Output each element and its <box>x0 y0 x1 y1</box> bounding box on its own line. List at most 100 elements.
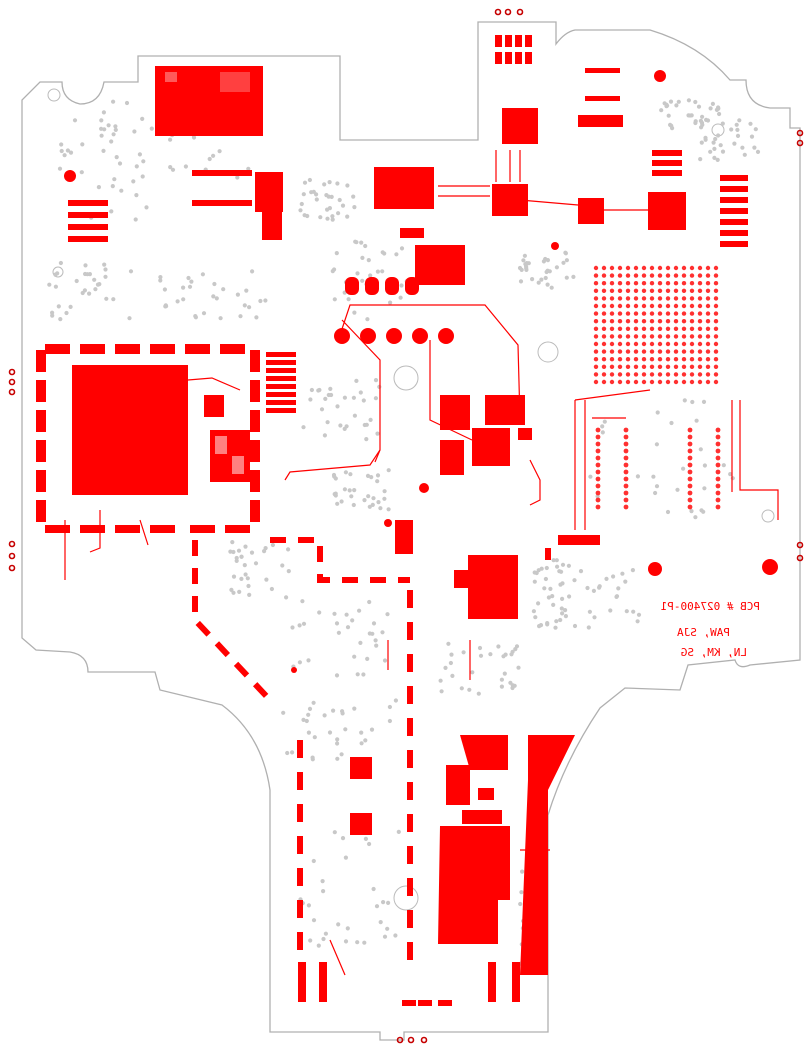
via <box>690 399 695 405</box>
via <box>705 288 711 293</box>
via <box>633 334 639 339</box>
via <box>234 555 239 561</box>
via <box>655 410 660 415</box>
via <box>665 319 671 324</box>
via <box>542 586 547 591</box>
via <box>687 497 693 503</box>
via <box>366 494 371 499</box>
pcb-number-label: PCB # 027400-P1 <box>661 600 760 613</box>
via <box>681 319 687 324</box>
via <box>559 606 564 611</box>
via <box>59 148 64 154</box>
via <box>524 266 529 271</box>
via <box>687 441 693 447</box>
via <box>697 288 703 293</box>
connector-footprint <box>68 200 108 206</box>
fiducial <box>291 667 297 673</box>
via <box>564 258 570 263</box>
via <box>564 275 569 280</box>
via <box>317 387 322 393</box>
via <box>587 609 593 614</box>
via <box>242 303 247 308</box>
via <box>705 357 711 362</box>
via <box>343 727 348 732</box>
via <box>321 936 326 942</box>
via <box>651 474 656 479</box>
via <box>641 357 647 362</box>
via <box>675 487 680 492</box>
via <box>113 124 118 129</box>
via <box>668 99 674 104</box>
via <box>323 931 328 936</box>
via <box>187 284 193 289</box>
shield-fence <box>192 537 413 960</box>
via <box>532 579 537 584</box>
via <box>373 396 378 401</box>
via <box>301 425 306 430</box>
via <box>697 364 703 369</box>
via <box>665 311 671 316</box>
via <box>253 561 259 566</box>
via <box>617 273 623 278</box>
via <box>345 214 350 219</box>
via <box>595 490 601 496</box>
via <box>625 281 631 286</box>
via <box>713 311 719 316</box>
via <box>163 303 168 308</box>
via <box>681 349 687 354</box>
via <box>674 103 679 108</box>
via <box>201 311 207 316</box>
via <box>520 869 525 874</box>
via <box>625 288 631 293</box>
via <box>340 203 346 208</box>
via <box>221 287 226 292</box>
via <box>689 326 695 331</box>
via <box>555 564 560 569</box>
via <box>649 379 655 385</box>
via <box>236 548 242 553</box>
via <box>617 296 623 301</box>
via <box>715 483 721 489</box>
via <box>502 671 507 676</box>
via <box>211 294 216 299</box>
via <box>641 326 647 331</box>
via <box>93 287 98 292</box>
via <box>600 424 605 429</box>
via <box>443 665 448 671</box>
via <box>355 672 360 677</box>
via <box>715 490 721 496</box>
fiducial <box>419 483 429 493</box>
via <box>593 288 599 293</box>
via <box>673 372 679 377</box>
via <box>641 364 647 369</box>
via <box>499 677 504 682</box>
mounting-hole <box>537 341 559 363</box>
via <box>207 156 212 162</box>
via <box>689 334 695 339</box>
via <box>753 127 758 132</box>
via <box>264 577 269 582</box>
via <box>269 586 274 592</box>
via <box>673 326 679 331</box>
via <box>595 497 601 503</box>
via <box>307 177 312 183</box>
via <box>593 281 599 286</box>
via <box>110 184 115 189</box>
via <box>697 326 703 331</box>
via <box>554 619 559 624</box>
via <box>593 303 599 309</box>
via <box>243 572 248 577</box>
via <box>649 349 655 354</box>
via <box>308 938 313 943</box>
via <box>657 265 663 271</box>
via <box>47 282 52 287</box>
via <box>593 334 599 339</box>
via <box>297 660 302 665</box>
via <box>191 135 197 140</box>
via <box>681 372 687 377</box>
via <box>601 341 607 347</box>
via <box>614 594 620 599</box>
via <box>689 303 695 309</box>
via <box>689 379 695 385</box>
via <box>715 476 721 482</box>
